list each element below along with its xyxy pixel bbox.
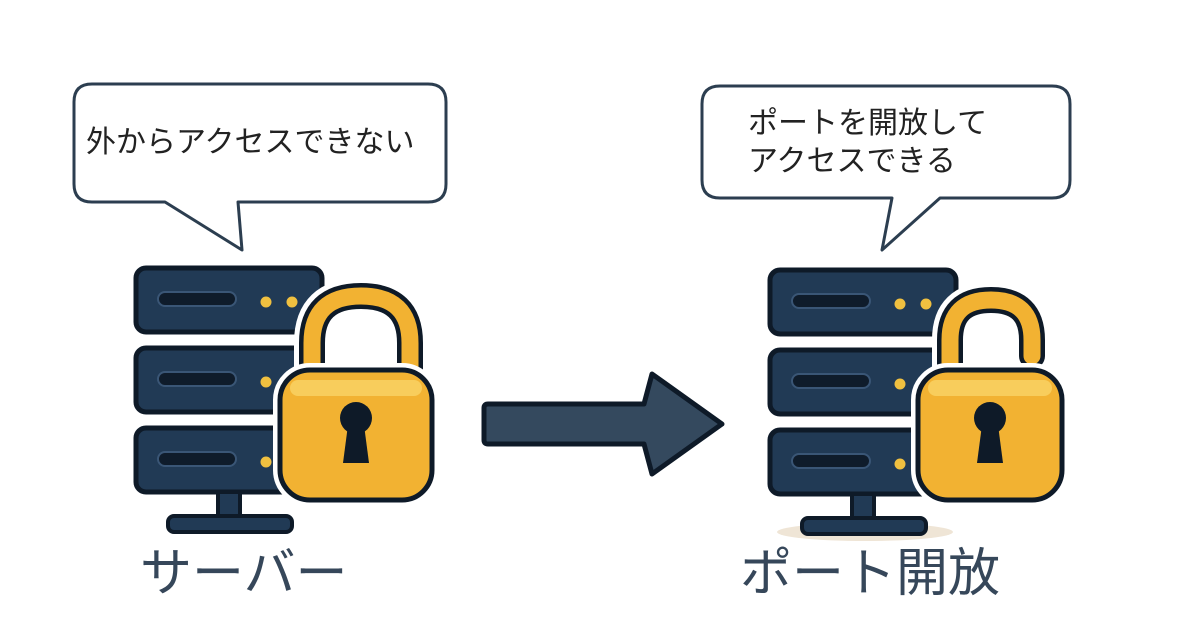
right-server-icon bbox=[770, 270, 956, 541]
right-arrow-icon bbox=[481, 371, 725, 477]
right-speech-bubble bbox=[700, 84, 1072, 252]
left-bubble-text: 外からアクセスできない bbox=[86, 125, 415, 160]
right-caption: ポート開放 bbox=[740, 544, 1001, 604]
padlock-unlocked-icon bbox=[911, 281, 1069, 507]
padlock-locked-icon bbox=[273, 277, 439, 507]
right-bubble-line-2: アクセスできる bbox=[748, 144, 956, 179]
left-server-icon bbox=[136, 268, 322, 534]
right-bubble-line-1: ポートを開放して bbox=[748, 106, 988, 141]
left-caption: サーバー bbox=[140, 544, 348, 604]
left-speech-bubble bbox=[72, 82, 448, 252]
